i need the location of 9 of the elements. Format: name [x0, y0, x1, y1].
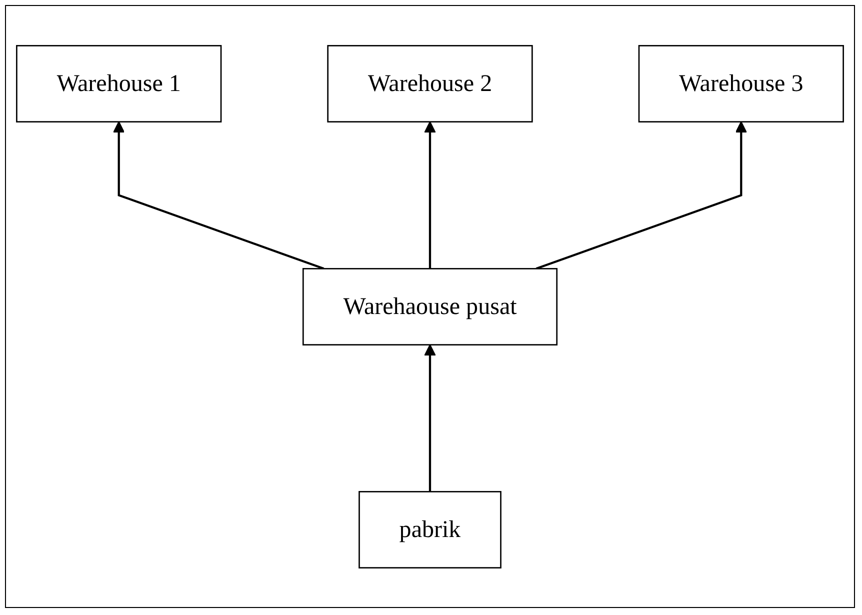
node-box: Warehouse 2: [327, 44, 533, 122]
arrow: [424, 121, 436, 268]
node-box: pabrik: [358, 490, 502, 568]
node-box: Warehaouse pusat: [302, 268, 558, 346]
arrow: [112, 121, 324, 270]
arrow: [536, 121, 748, 270]
node-box: Warehouse 1: [16, 44, 222, 122]
arrow: [424, 344, 436, 492]
node-box: Warehouse 3: [638, 44, 844, 122]
